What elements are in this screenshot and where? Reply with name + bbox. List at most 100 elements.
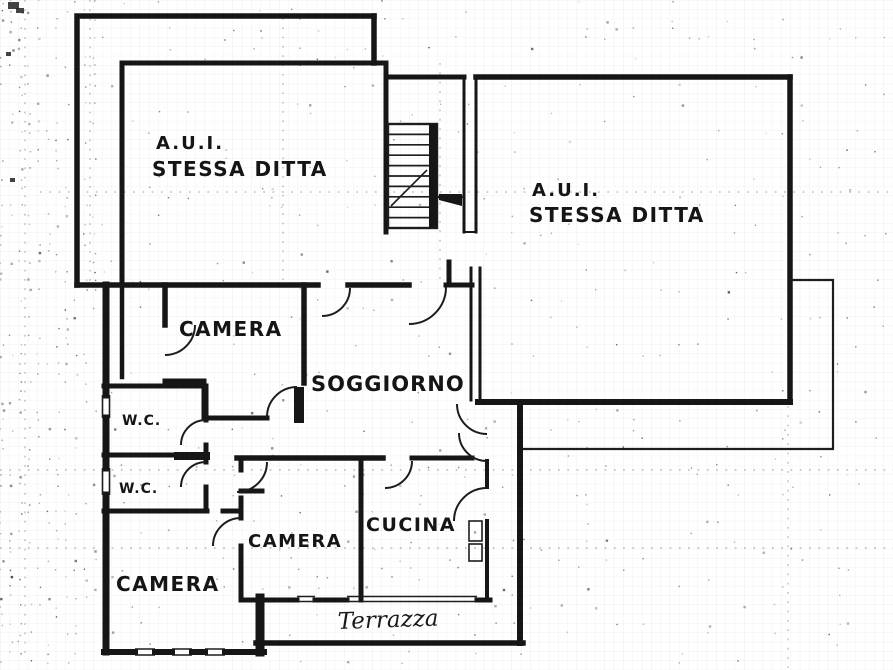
noise-dot <box>399 560 401 562</box>
noise-dot <box>809 389 811 392</box>
noise-dot <box>64 381 67 383</box>
walls <box>74 13 835 657</box>
noise-dot <box>836 371 839 373</box>
noise-dot <box>20 27 22 29</box>
noise-dot <box>37 102 40 105</box>
noise-dot <box>1 624 4 627</box>
noise-dot <box>706 158 708 161</box>
noise-dot <box>1 226 3 228</box>
door-arc-camera-top <box>266 386 298 418</box>
noise-dot <box>440 103 442 105</box>
noise-dot <box>839 623 841 625</box>
noise-dot <box>420 281 422 283</box>
noise-dot <box>95 410 97 412</box>
noise-dot <box>94 253 97 255</box>
noise-dot <box>38 251 42 255</box>
noise-dot <box>504 85 506 87</box>
scan-blot <box>10 178 15 182</box>
noise-dot <box>829 38 831 40</box>
noise-dot <box>781 133 784 135</box>
noise-dot <box>484 427 488 430</box>
noise-dot <box>727 291 731 294</box>
noise-dot <box>708 579 710 581</box>
noise-dot <box>27 465 29 467</box>
noise-dot <box>291 532 293 534</box>
noise-dot <box>2 560 5 563</box>
noise-dot <box>818 411 821 413</box>
noise-dot <box>532 355 535 357</box>
noise-dot <box>86 289 88 291</box>
noise-dot <box>19 372 21 375</box>
noise-dot <box>85 401 88 403</box>
noise-dot <box>531 47 534 51</box>
noise-dot <box>75 354 78 357</box>
noise-dot <box>616 623 618 626</box>
noise-dot <box>216 262 219 265</box>
room-label-wc-1: W.C. <box>122 413 161 429</box>
noise-dot <box>111 85 114 88</box>
noise-dot <box>791 56 794 59</box>
noise-dot <box>579 83 581 86</box>
noise-dot <box>95 158 97 160</box>
noise-dot <box>197 447 200 449</box>
noise-dot <box>727 484 729 486</box>
noise-dot <box>353 66 355 69</box>
noise-dot <box>233 335 235 337</box>
noise-dot <box>19 578 21 581</box>
noise-dot <box>94 271 96 274</box>
noise-dot <box>168 485 170 488</box>
noise-dot <box>66 271 68 273</box>
balcony-parapet <box>523 278 835 451</box>
noise-dot <box>0 511 1 513</box>
noise-dot <box>457 131 460 133</box>
noise-dot <box>9 569 12 572</box>
noise-dot <box>20 381 23 383</box>
noise-dot <box>20 344 23 346</box>
noise-dot <box>140 484 142 486</box>
noise-dot <box>773 603 776 606</box>
noise-dot <box>875 437 877 439</box>
noise-dot <box>802 120 804 122</box>
noise-dot <box>281 383 284 386</box>
noise-dot <box>864 235 866 237</box>
door-arc-corridor <box>236 461 268 493</box>
noise-dot <box>624 269 626 272</box>
noise-dot <box>502 588 506 592</box>
noise-dot <box>0 597 3 601</box>
noise-dot <box>0 606 1 608</box>
noise-dot <box>392 520 394 522</box>
noise-dot <box>384 18 386 20</box>
door-arc-landing-soggiorno <box>408 286 447 325</box>
noise-dot <box>139 306 142 308</box>
noise-dot <box>1 19 5 22</box>
noise-dot <box>774 632 776 635</box>
noise-dot <box>511 231 513 234</box>
noise-dot <box>782 438 784 440</box>
noise-dot <box>727 318 729 320</box>
noise-dot <box>678 662 680 664</box>
noise-dot <box>18 86 21 89</box>
noise-dot <box>595 196 598 199</box>
noise-dot <box>74 447 77 449</box>
noise-dot <box>30 381 32 383</box>
noise-dot <box>95 558 97 561</box>
stair-stringer <box>429 124 437 228</box>
noise-dot <box>55 607 57 609</box>
scan-blot <box>8 2 19 9</box>
noise-dot <box>578 0 580 3</box>
noise-dot <box>103 271 106 273</box>
noise-dot <box>37 567 39 569</box>
noise-dot <box>19 150 21 152</box>
noise-dot <box>9 623 11 625</box>
noise-dot <box>373 309 375 311</box>
noise-dot <box>26 11 30 15</box>
noise-dot <box>110 260 112 262</box>
noise-dot <box>64 66 67 68</box>
noise-dot <box>782 390 784 392</box>
noise-dot <box>733 232 736 234</box>
noise-dot <box>47 560 50 563</box>
noise-dot <box>449 559 451 561</box>
noise-dot <box>73 299 76 301</box>
noise-dot <box>148 288 150 290</box>
